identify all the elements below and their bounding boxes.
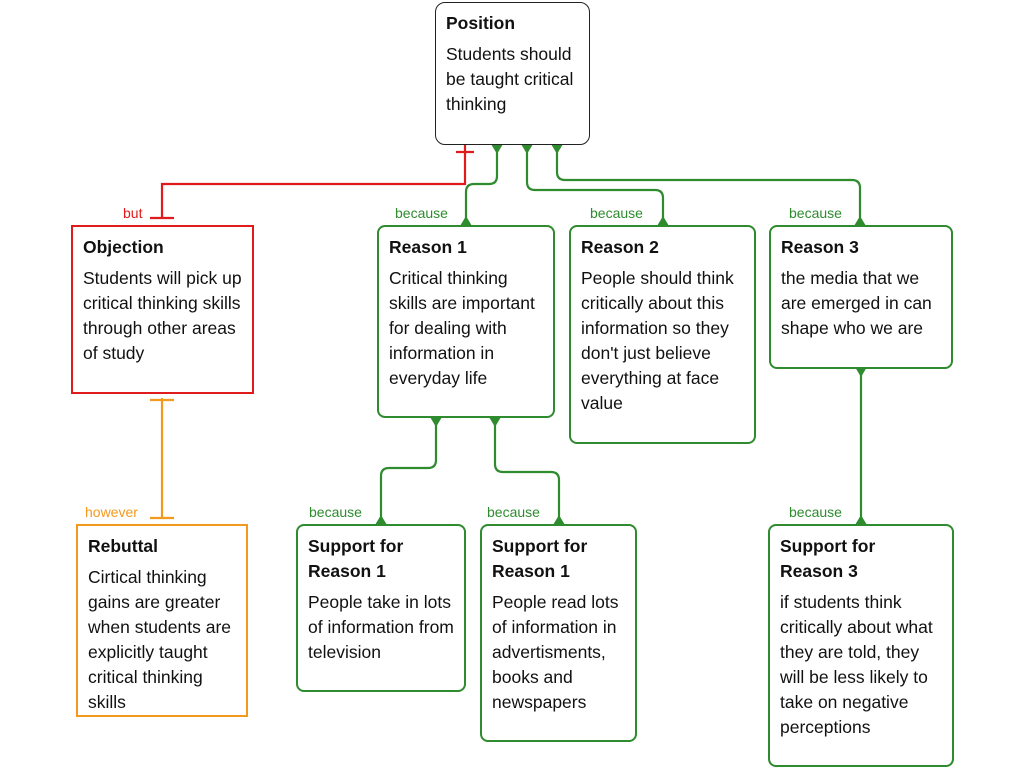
objection-title: Objection <box>83 237 164 257</box>
reason-1-text: Critical thinking skills are important f… <box>389 268 535 388</box>
support-3-node: Support for Reason 3 if students think c… <box>768 524 954 767</box>
support-3-text: if students think critically about what … <box>780 592 933 737</box>
label-because-reason-1: because <box>395 205 448 221</box>
reason-2-title: Reason 2 <box>581 237 659 257</box>
position-text: Students should be taught critical think… <box>446 44 574 114</box>
arrow-support-3-end <box>855 515 867 525</box>
arrow-reason-1-end <box>460 216 472 226</box>
support-1a-title: Support for Reason 1 <box>308 536 404 581</box>
objection-text: Students will pick up critical thinking … <box>83 268 242 363</box>
position-node: Position Students should be taught criti… <box>435 2 590 145</box>
support-1b-title: Support for Reason 1 <box>492 536 588 581</box>
arrow-reason-3-top <box>551 144 563 154</box>
support-3-title: Support for Reason 3 <box>780 536 876 581</box>
support-1a-text: People take in lots of information from … <box>308 592 454 662</box>
reason-3-title: Reason 3 <box>781 237 859 257</box>
arrow-reason-3-end <box>854 216 866 226</box>
arrow-support-1a-top <box>430 417 442 427</box>
reason-2-text: People should think critically about thi… <box>581 268 734 413</box>
arrow-reason-1-top <box>491 144 503 154</box>
rebuttal-text: Cirtical thinking gains are greater when… <box>88 567 232 712</box>
arrow-support-3-top <box>855 367 867 377</box>
label-because-support-1b: because <box>487 504 540 520</box>
arrow-support-1b-end <box>553 515 565 525</box>
arrow-support-1b-top <box>489 417 501 427</box>
rebuttal-node: Rebuttal Cirtical thinking gains are gre… <box>76 524 248 717</box>
connector-objection <box>160 145 467 218</box>
label-because-support-3: because <box>789 504 842 520</box>
support-1b-text: People read lots of information in adver… <box>492 592 619 712</box>
arrow-support-1a-end <box>375 515 387 525</box>
label-because-reason-3: because <box>789 205 842 221</box>
connector-reason-2 <box>525 145 665 226</box>
rebuttal-title: Rebuttal <box>88 536 158 556</box>
arrow-reason-2-top <box>521 144 533 154</box>
connector-reason-1 <box>464 145 499 226</box>
reason-3-text: the media that we are emerged in can sha… <box>781 268 932 338</box>
reason-3-node: Reason 3 the media that we are emerged i… <box>769 225 953 369</box>
support-1a-node: Support for Reason 1 People take in lots… <box>296 524 466 692</box>
connector-reason-3 <box>555 145 862 226</box>
support-1b-node: Support for Reason 1 People read lots of… <box>480 524 637 742</box>
position-title: Position <box>446 13 516 33</box>
label-however: however <box>85 504 138 520</box>
objection-node: Objection Students will pick up critical… <box>71 225 254 394</box>
connector-support-1a <box>379 418 438 525</box>
reason-1-node: Reason 1 Critical thinking skills are im… <box>377 225 555 418</box>
label-but: but <box>123 205 143 221</box>
label-because-reason-2: because <box>590 205 643 221</box>
reason-1-title: Reason 1 <box>389 237 467 257</box>
connector-support-1b <box>493 418 561 525</box>
label-because-support-1a: because <box>309 504 362 520</box>
reason-2-node: Reason 2 People should think critically … <box>569 225 756 444</box>
arrow-reason-2-end <box>657 216 669 226</box>
